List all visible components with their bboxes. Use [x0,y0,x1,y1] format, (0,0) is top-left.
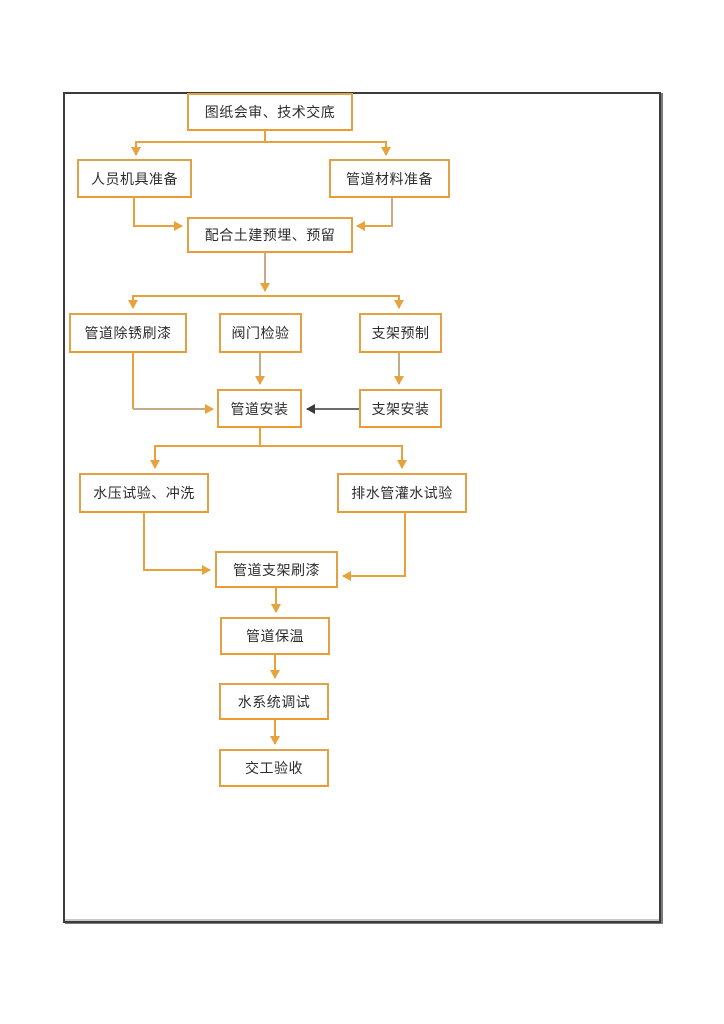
node-personnel-equipment-prep: 人员机具准备 [77,159,192,198]
node-pipe-installation: 管道安装 [217,389,302,428]
node-pipe-bracket-paint: 管道支架刷漆 [215,551,338,588]
node-bracket-installation: 支架安装 [359,389,442,428]
node-valve-inspection: 阀门检验 [219,313,302,353]
node-handover-acceptance: 交工验收 [219,749,329,787]
node-civil-embed-reserve: 配合土建预埋、预留 [187,217,353,253]
node-pipe-derust-paint: 管道除锈刷漆 [69,313,187,353]
node-drain-pipe-fill-test: 排水管灌水试验 [337,473,467,513]
node-water-system-commissioning: 水系统调试 [219,683,329,720]
node-pressure-test-flush: 水压试验、冲洗 [79,473,209,513]
node-drawing-review-tech-disclosure: 图纸会审、技术交底 [187,93,353,131]
node-pipe-insulation: 管道保温 [220,617,330,655]
node-bracket-prefabrication: 支架预制 [359,313,442,353]
node-pipe-material-prep: 管道材料准备 [329,159,450,198]
